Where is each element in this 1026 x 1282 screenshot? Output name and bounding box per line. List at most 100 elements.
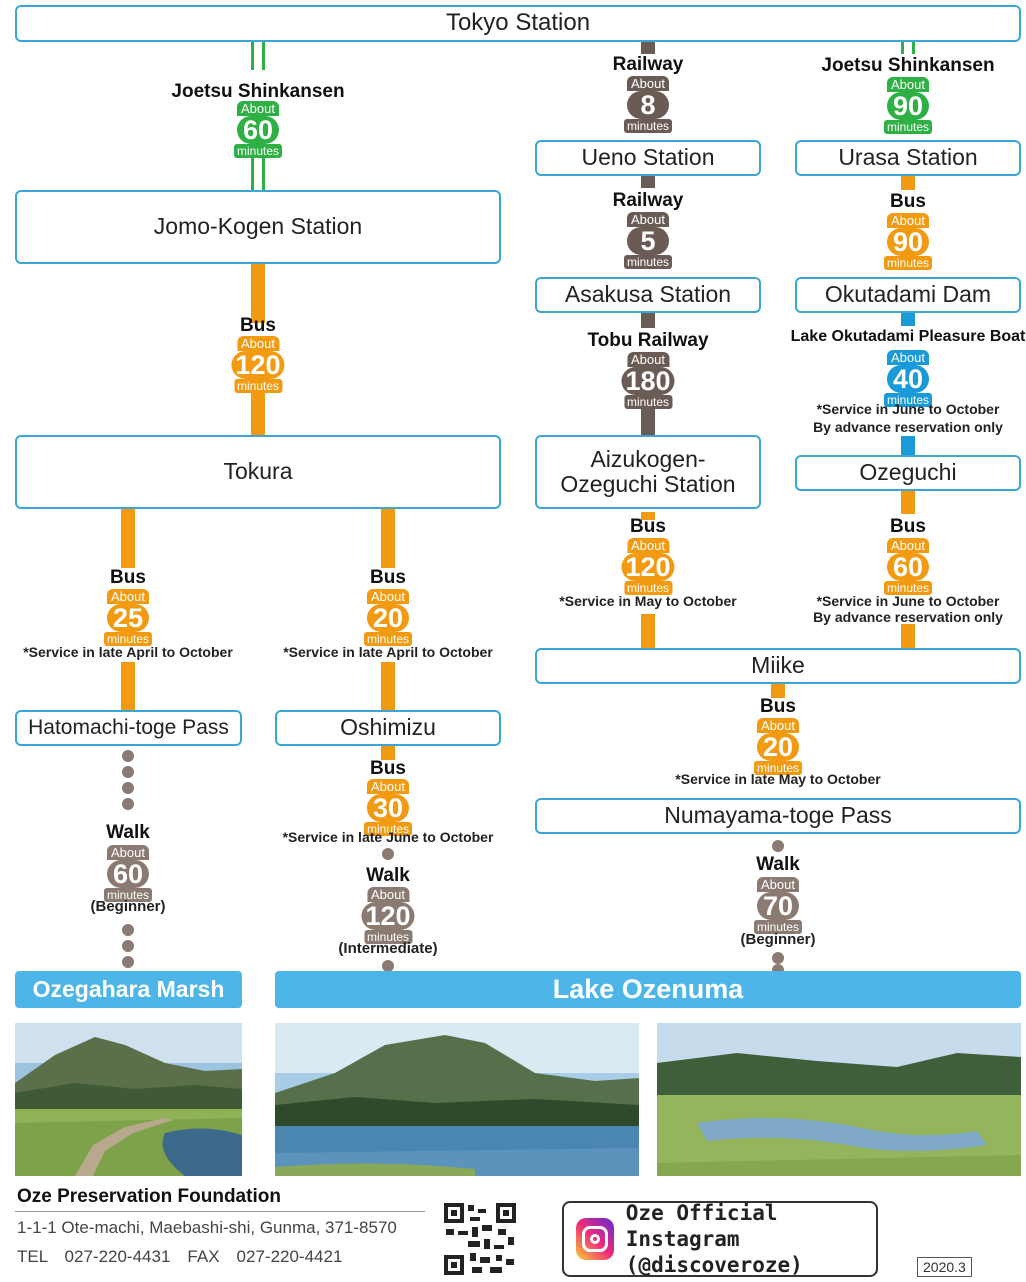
- time-badge: About 30 minutes: [363, 779, 413, 836]
- walk-dot: [122, 782, 134, 794]
- minutes-unit: minutes: [103, 888, 153, 902]
- walk-dot: [122, 924, 134, 936]
- about-label: About: [107, 845, 149, 860]
- difficulty-label: (Intermediate): [338, 940, 438, 957]
- minutes-unit: minutes: [883, 256, 933, 270]
- difficulty-label: (Beginner): [90, 898, 166, 915]
- service-note: *Service in late April to October: [23, 644, 233, 660]
- station-ozeguchi: Ozeguchi: [795, 455, 1021, 491]
- mode-label: Bus: [370, 758, 406, 779]
- instagram-icon: [576, 1218, 614, 1260]
- minutes-unit: minutes: [623, 395, 673, 409]
- organization-name: Oze Preservation Foundation: [17, 1186, 281, 1207]
- difficulty-label: (Beginner): [740, 931, 816, 948]
- bus-line: [901, 624, 915, 648]
- address: 1-1-1 Ote-machi, Maebashi-shi, Gunma, 37…: [17, 1218, 397, 1237]
- about-label: About: [887, 77, 929, 92]
- minutes-value: 30: [367, 794, 409, 822]
- minutes-value: 60: [107, 860, 149, 888]
- minutes-value: 90: [887, 92, 929, 120]
- walk-dot: [382, 848, 394, 860]
- time-badge: About 20 minutes: [753, 718, 803, 775]
- qr-code[interactable]: [442, 1201, 518, 1277]
- walk-dot: [122, 798, 134, 810]
- marsh-pond-photo: [657, 1023, 1021, 1176]
- station-urasa: Urasa Station: [795, 140, 1021, 176]
- railway-line: [641, 176, 655, 188]
- bus-line: [771, 684, 785, 698]
- station-aizukogen-ozeguchi: Aizukogen- Ozeguchi Station: [535, 435, 761, 509]
- mode-label: Bus: [630, 516, 666, 537]
- minutes-unit: minutes: [623, 119, 673, 133]
- about-label: About: [627, 538, 669, 553]
- time-badge: About 120 minutes: [621, 538, 675, 595]
- walk-dot: [122, 750, 134, 762]
- about-label: About: [757, 877, 799, 892]
- mode-label: Walk: [366, 865, 410, 886]
- mode-label: Bus: [240, 315, 276, 336]
- bus-line: [251, 392, 265, 436]
- instagram-link[interactable]: Oze Official Instagram (@discoveroze): [562, 1201, 878, 1277]
- bus-line: [121, 662, 135, 710]
- mode-label: Walk: [756, 854, 800, 875]
- time-badge: About 60 minutes: [233, 101, 283, 158]
- reservation-note: By advance reservation only: [813, 609, 1003, 625]
- minutes-value: 120: [231, 351, 285, 379]
- minutes-unit: minutes: [883, 581, 933, 595]
- service-note: *Service in late April to October: [283, 644, 493, 660]
- destination-lake-ozenuma: Lake Ozenuma: [275, 971, 1021, 1008]
- about-label: About: [757, 718, 799, 733]
- mode-label: Walk: [106, 822, 150, 843]
- station-name-line2: Ozeguchi Station: [560, 471, 736, 497]
- time-badge: About 90 minutes: [883, 77, 933, 134]
- minutes-unit: minutes: [233, 379, 283, 393]
- instagram-title: Oze Official Instagram: [625, 1201, 778, 1251]
- minutes-value: 8: [627, 91, 669, 119]
- time-badge: About 8 minutes: [623, 76, 673, 133]
- minutes-value: 5: [627, 227, 669, 255]
- walk-dot: [382, 960, 394, 972]
- time-badge: About 40 minutes: [883, 350, 933, 407]
- railway-line: [641, 405, 655, 435]
- about-label: About: [887, 350, 929, 365]
- shinkansen-line: [251, 158, 265, 190]
- about-label: About: [237, 336, 279, 351]
- minutes-value: 120: [621, 553, 675, 581]
- time-badge: About 90 minutes: [883, 213, 933, 270]
- minutes-value: 20: [367, 604, 409, 632]
- mode-label: Joetsu Shinkansen: [171, 81, 345, 102]
- minutes-unit: minutes: [363, 930, 413, 944]
- about-label: About: [887, 213, 929, 228]
- minutes-value: 120: [361, 902, 415, 930]
- about-label: About: [107, 589, 149, 604]
- walk-dot: [772, 952, 784, 964]
- minutes-unit: minutes: [883, 120, 933, 134]
- station-numayama: Numayama-toge Pass: [535, 798, 1021, 834]
- time-badge: About 60 minutes: [103, 845, 153, 902]
- minutes-unit: minutes: [623, 581, 673, 595]
- station-okutadami: Okutadami Dam: [795, 277, 1021, 313]
- walk-dot: [772, 840, 784, 852]
- station-oshimizu: Oshimizu: [275, 710, 501, 746]
- service-note: *Service in June to October: [816, 593, 1000, 609]
- minutes-unit: minutes: [753, 761, 803, 775]
- bus-line: [901, 176, 915, 190]
- time-badge: About 60 minutes: [883, 538, 933, 595]
- time-badge: About 180 minutes: [621, 352, 675, 409]
- service-note: *Service in May to October: [559, 593, 737, 609]
- railway-line: [641, 312, 655, 328]
- shinkansen-line: [251, 40, 265, 70]
- minutes-unit: minutes: [753, 920, 803, 934]
- boat-line: [901, 312, 915, 326]
- time-badge: About 5 minutes: [623, 212, 673, 269]
- station-miike: Miike: [535, 648, 1021, 684]
- minutes-value: 70: [757, 892, 799, 920]
- minutes-value: 60: [887, 553, 929, 581]
- minutes-value: 25: [107, 604, 149, 632]
- station-ueno: Ueno Station: [535, 140, 761, 176]
- minutes-value: 20: [757, 733, 799, 761]
- station-tokyo: Tokyo Station: [15, 5, 1021, 42]
- mode-label: Tobu Railway: [587, 330, 709, 351]
- about-label: About: [237, 101, 279, 116]
- minutes-value: 90: [887, 228, 929, 256]
